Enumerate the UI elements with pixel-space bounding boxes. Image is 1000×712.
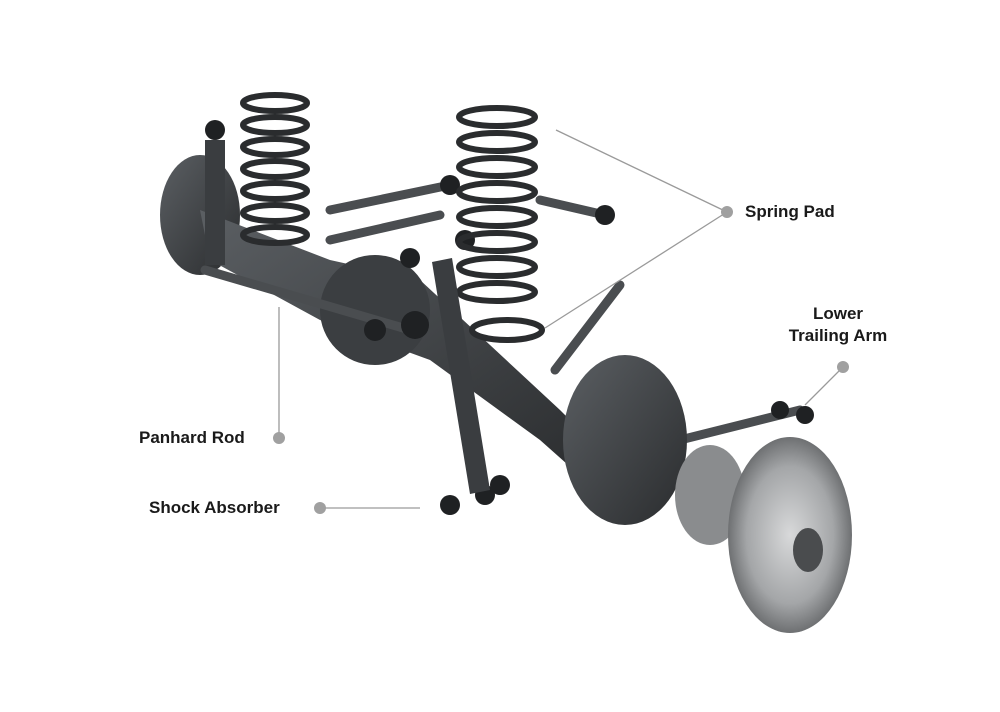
label-lower-trailing-arm-line1: Lower <box>812 304 864 323</box>
label-lower-trailing-arm-line2: Trailing Arm <box>788 326 888 345</box>
leader-dots <box>273 206 849 514</box>
label-shock-absorber: Shock Absorber <box>149 498 280 517</box>
differential <box>320 255 430 365</box>
leader-lines <box>278 129 844 509</box>
label-panhard-rod: Panhard Rod <box>139 428 245 447</box>
label-lower-trailing-arm: Lower Trailing Arm <box>778 303 898 347</box>
label-spring-pad: Spring Pad <box>745 202 835 221</box>
coil-springs <box>240 92 545 343</box>
hub <box>675 445 745 545</box>
right-backing-plate <box>563 355 687 525</box>
shock-absorber-right <box>432 258 490 494</box>
rotor-center-bore <box>793 528 823 572</box>
shock-absorber-left <box>205 140 225 265</box>
brake-rotor <box>728 437 852 633</box>
